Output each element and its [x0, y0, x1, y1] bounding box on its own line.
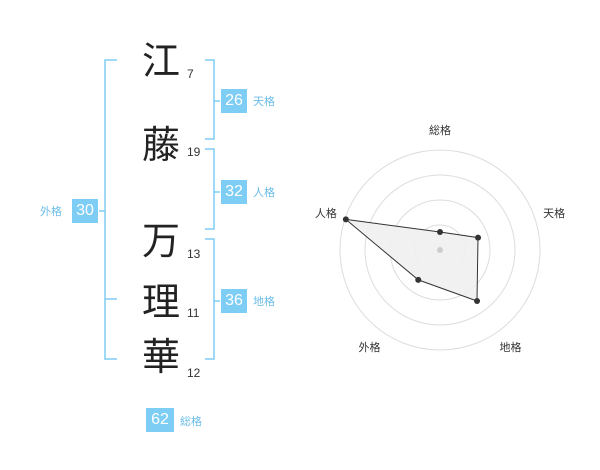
radar-axis-label-3: 地格 — [500, 340, 522, 354]
name-char-2-strokes: 19 — [187, 145, 201, 159]
radar-axis-label-5: 人格 — [315, 206, 337, 220]
gaikaku-value-badge: 30 — [72, 199, 98, 223]
tenkaku-value-badge: 26 — [221, 89, 247, 113]
radar-point-5 — [342, 216, 349, 223]
name-char-4: 理 — [142, 280, 181, 324]
tenkaku-label: 天格 — [253, 95, 275, 108]
soukaku-value-badge: 62 — [146, 408, 174, 432]
chikaku-label: 地格 — [253, 295, 275, 308]
chikaku-value-badge: 36 — [221, 289, 247, 313]
name-char-3: 万 — [142, 219, 181, 263]
radar-axis-label-1: 総格 — [429, 123, 451, 137]
name-char-1-strokes: 7 — [187, 67, 194, 81]
jinkaku-value-badge: 32 — [221, 180, 247, 204]
gaikaku-label: 外格 — [40, 205, 62, 218]
name-char-3-strokes: 13 — [187, 247, 201, 261]
radar-point-1 — [437, 229, 443, 235]
tenkaku-bracket — [205, 59, 215, 140]
jinkaku-bracket — [205, 148, 215, 230]
radar-point-2 — [475, 234, 482, 241]
chikaku-bracket — [205, 238, 215, 360]
radar-ring — [339, 149, 541, 351]
gaikaku-bracket — [104, 59, 117, 360]
soukaku-label: 総格 — [180, 415, 202, 428]
name-char-1: 江 — [142, 39, 181, 83]
radar-ring — [364, 174, 516, 326]
name-char-5-strokes: 12 — [187, 366, 201, 380]
name-char-2: 藤 — [142, 123, 181, 167]
radar-axis-label-4: 外格 — [359, 340, 381, 354]
name-char-4-strokes: 11 — [187, 306, 200, 320]
radar-center-dot — [437, 247, 443, 253]
radar-axis-label-2: 天格 — [543, 206, 565, 220]
jinkaku-label: 人格 — [253, 186, 275, 199]
radar-area — [344, 218, 479, 302]
radar-point-3 — [474, 297, 481, 304]
name-char-5: 華 — [142, 335, 181, 379]
radar-point-4 — [415, 276, 422, 283]
